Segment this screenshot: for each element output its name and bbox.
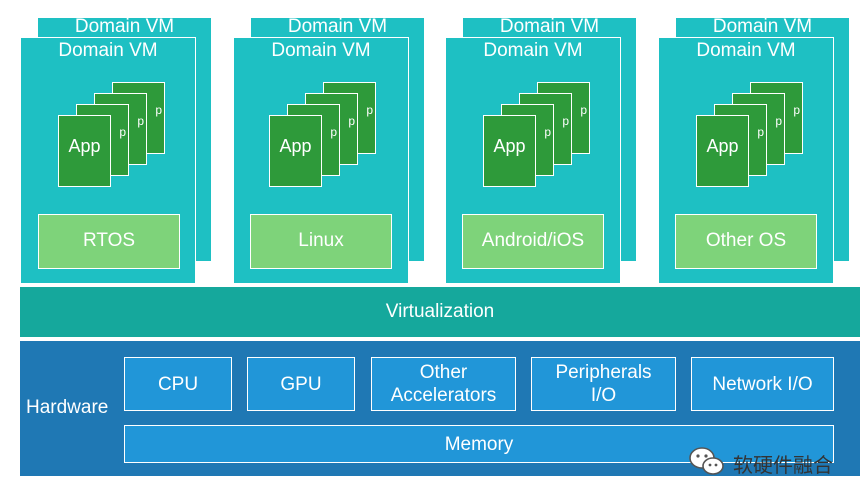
app-card: App <box>58 115 111 187</box>
wechat-icon <box>687 444 727 483</box>
domain-vm-title: Domain VM <box>483 40 583 61</box>
watermark: 软硬件融合 <box>687 444 833 483</box>
app-card: App <box>483 115 536 187</box>
other-accelerators-box: Other Accelerators <box>371 357 516 411</box>
memory-box: Memory <box>124 425 834 463</box>
os-box-android-ios: Android/iOS <box>462 214 604 269</box>
cpu-box: CPU <box>124 357 232 411</box>
domain-vm-1: Domain VM p p p App RTOS <box>20 37 196 284</box>
domain-vm-back-title: Domain VM <box>499 16 600 37</box>
domain-vm-4: Domain VM p p p App Other OS <box>658 37 834 284</box>
os-box-other-os: Other OS <box>675 214 817 269</box>
domain-vm-title: Domain VM <box>696 40 796 61</box>
app-label: App <box>493 136 526 156</box>
hardware-label: Hardware <box>26 397 109 418</box>
domain-vm-title: Domain VM <box>58 40 158 61</box>
app-label: App <box>68 136 101 156</box>
app-label: App <box>279 136 312 156</box>
domain-vm-back-title: Domain VM <box>74 16 175 37</box>
peripherals-io-box: Peripherals I/O <box>531 357 676 411</box>
hardware-layer: Hardware CPU GPU Other Accelerators Peri… <box>20 341 860 476</box>
app-card: App <box>269 115 322 187</box>
watermark-text: 软硬件融合 <box>733 453 833 477</box>
domain-vm-back-title: Domain VM <box>712 16 813 37</box>
domain-vm-back-title: Domain VM <box>287 16 388 37</box>
domain-vm-title: Domain VM <box>271 40 371 61</box>
os-box-rtos: RTOS <box>38 214 180 269</box>
network-io-box: Network I/O <box>691 357 834 411</box>
app-card: App <box>696 115 749 187</box>
os-box-linux: Linux <box>250 214 392 269</box>
gpu-box: GPU <box>247 357 355 411</box>
domain-vm-2: Domain VM p p p App Linux <box>233 37 409 284</box>
virtualization-layer: Virtualization <box>20 287 860 337</box>
app-label: App <box>706 136 739 156</box>
domain-vm-3: Domain VM p p p App Android/iOS <box>445 37 621 284</box>
